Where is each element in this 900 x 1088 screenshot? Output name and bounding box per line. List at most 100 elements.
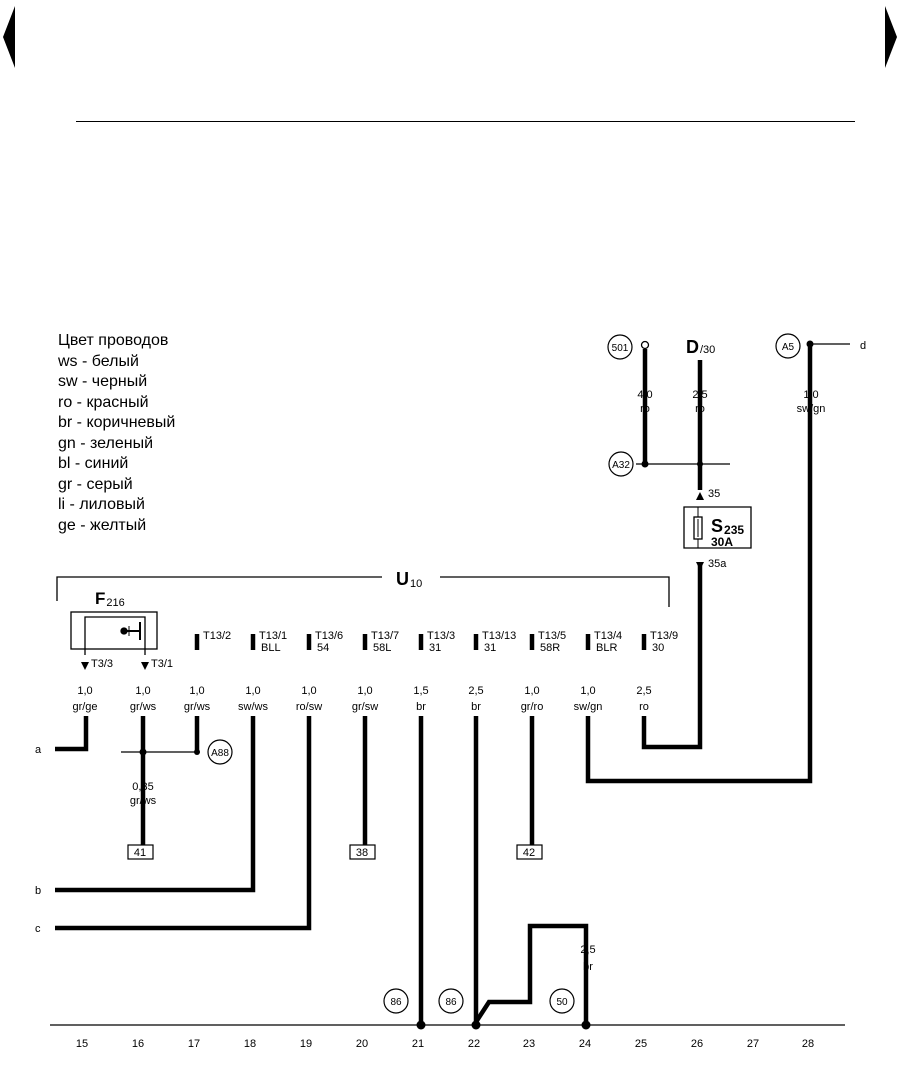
wire-color: gr/ws	[130, 795, 157, 807]
wire-gauge: 2,5	[580, 944, 595, 956]
svg-text:A88: A88	[211, 748, 229, 759]
svg-text:A5: A5	[782, 342, 795, 353]
wire-gauge: 1,0	[77, 685, 92, 697]
wire-ground-link	[474, 923, 589, 1025]
terminal-501-open	[640, 340, 650, 350]
ref-41: 41	[127, 844, 154, 860]
connector-501: 501	[607, 334, 633, 360]
next-page-button[interactable]	[883, 6, 897, 68]
wire-color: gr/ws	[184, 701, 211, 713]
wire-gauge: 4,0	[637, 389, 652, 401]
pin-function-label: 58L	[373, 642, 391, 654]
connector-a32: A32	[608, 451, 634, 477]
svg-text:41: 41	[134, 847, 146, 859]
wire-color: sw/gn	[574, 701, 603, 713]
legend-item: ro - красный	[58, 393, 149, 411]
pin-function-label: 30	[652, 642, 664, 654]
pin-function-label: 58R	[540, 642, 560, 654]
wire-color: ro	[640, 403, 650, 415]
scale-number: 19	[300, 1038, 312, 1050]
wire-color: br	[471, 701, 481, 713]
pin-function-label: BLL	[261, 642, 281, 654]
wire-color: gr/sw	[352, 701, 378, 713]
header-rule	[76, 121, 855, 122]
pin-label: T13/4	[594, 630, 622, 642]
wire-color-legend: Цвет проводов ws - белый sw - черный ro …	[58, 331, 175, 536]
scale-number: 20	[356, 1038, 368, 1050]
scale-number: 22	[468, 1038, 480, 1050]
scale-number: 26	[691, 1038, 703, 1050]
pin-label: T13/5	[538, 630, 566, 642]
connector-50: 50	[549, 988, 575, 1014]
scale-number: 15	[76, 1038, 88, 1050]
wire-gauge: 0,35	[132, 781, 153, 793]
triangle-right-icon	[885, 6, 897, 68]
wire-gauge: 1,0	[357, 685, 372, 697]
end-label-b: b	[35, 885, 41, 897]
wire-color: gr/ge	[72, 701, 97, 713]
wire-gauge: 1,0	[301, 685, 316, 697]
u10-label: U10	[396, 569, 422, 590]
svg-text:A32: A32	[612, 460, 630, 471]
connector-a88: A88	[207, 739, 233, 765]
wire-gauge: 2,5	[468, 685, 483, 697]
d30-label: D/30	[686, 337, 715, 357]
end-label-a: a	[35, 744, 42, 756]
end-label-c: c	[35, 923, 41, 935]
svg-text:38: 38	[356, 847, 368, 859]
fuse-s235	[683, 492, 752, 570]
svg-text:50: 50	[556, 997, 568, 1008]
fuse-pin-in: 35	[708, 488, 720, 500]
f216-box	[70, 611, 158, 650]
f216-pin-arrows	[81, 662, 149, 670]
wire-gauge: 1,5	[413, 685, 428, 697]
wire-t13-4	[585, 344, 813, 784]
scale-number: 23	[523, 1038, 535, 1050]
wire-gauge: 1,0	[135, 685, 150, 697]
pin-label: T13/9	[650, 630, 678, 642]
svg-text:501: 501	[612, 343, 629, 354]
wire-color: sw/ws	[238, 701, 268, 713]
triangle-left-icon	[3, 6, 15, 68]
legend-item: gn - зеленый	[58, 434, 154, 452]
wire-gauge: 2,5	[636, 685, 651, 697]
switch-contact-icon	[84, 616, 146, 655]
pin-label: T13/2	[203, 630, 231, 642]
wire-t13-9	[641, 562, 703, 750]
scale-number: 21	[412, 1038, 424, 1050]
pin-function-label: 54	[317, 642, 329, 654]
wire-gauge: 1,0	[580, 685, 595, 697]
wire-color: sw/gn	[797, 403, 826, 415]
wire-color: br	[416, 701, 426, 713]
svg-text:86: 86	[390, 997, 402, 1008]
pin-label: T13/13	[482, 630, 516, 642]
scale-number: 28	[802, 1038, 814, 1050]
pin-stubs	[194, 634, 647, 650]
wire-gauge: 1,0	[524, 685, 539, 697]
pin-label: T3/1	[151, 658, 173, 670]
fuse-rating: 30A	[711, 535, 733, 549]
pin-function-label: 31	[484, 642, 496, 654]
previous-page-button[interactable]	[3, 6, 17, 68]
connector-86-a: 86	[383, 988, 409, 1014]
wire-traces	[55, 344, 813, 1025]
scale-number: 17	[188, 1038, 200, 1050]
u10-unit-outline	[56, 576, 670, 607]
grid-scale: 15 16 17 18 19 20 21 22 23 24 25 26 27 2…	[76, 1038, 814, 1050]
pin-function-label: BLR	[596, 642, 617, 654]
scale-number: 16	[132, 1038, 144, 1050]
ref-42: 42	[516, 844, 543, 860]
scale-number: 27	[747, 1038, 759, 1050]
fuse-pin-out: 35a	[708, 558, 727, 570]
legend-item: sw - черный	[58, 373, 148, 390]
wire-b	[55, 716, 256, 893]
connector-86-b: 86	[438, 988, 464, 1014]
wire-color: ro	[639, 701, 649, 713]
end-label-d: d	[860, 340, 866, 352]
pin-label: T3/3	[91, 658, 113, 670]
wire-c	[55, 716, 312, 931]
wire-color: br	[583, 961, 593, 973]
wire-gauge: 1,0	[803, 389, 818, 401]
wire-color: gr/ro	[521, 701, 544, 713]
connector-a5: A5	[775, 333, 801, 359]
